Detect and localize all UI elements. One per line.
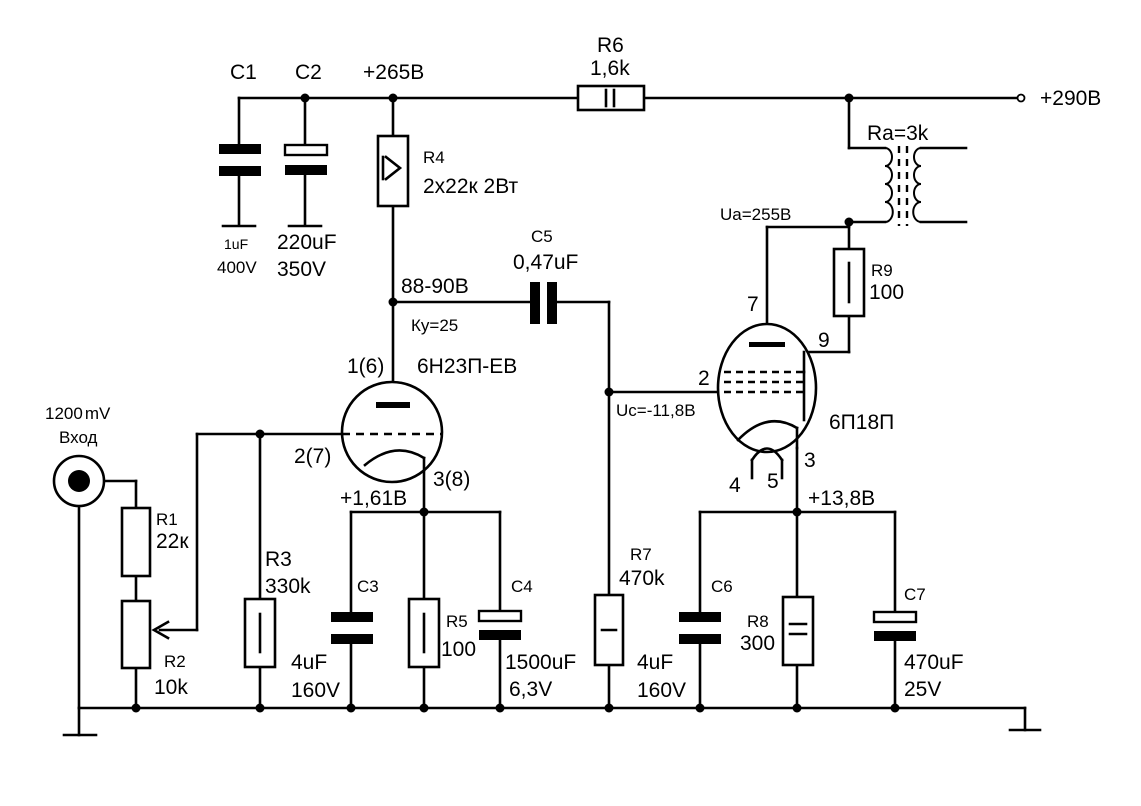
c4-value: 1500uF [505,651,576,674]
supply-290-label: +290В [1040,87,1101,110]
transformer-label: Ra=3k [867,122,929,145]
c3-ref: C3 [357,577,379,596]
c3-capacitor [331,612,373,644]
r4-resistor [376,134,410,208]
c5-capacitor [530,282,557,324]
r6-ref: R6 [597,34,624,57]
c1-voltage: 400V [217,258,257,277]
v1-pin-cathode: 3(8) [433,468,470,491]
c5-value: 0,47uF [513,251,578,274]
r7-ref: R7 [630,545,652,564]
v2-pin-3: 3 [804,449,816,472]
c2-ref: C2 [295,61,322,84]
r7-value: 470k [619,567,665,590]
v2-type: 6П18П [829,411,894,434]
v2-pin-7: 7 [747,293,759,316]
r9-ref: R9 [871,261,893,280]
input-jack[interactable] [52,454,106,508]
c1-capacitor [219,144,261,176]
c4-voltage: 6,3V [509,678,552,701]
junction-dots [131,93,900,713]
r2-potentiometer[interactable] [120,599,170,670]
r3-value: 330k [265,575,311,598]
labels: C1 C2 +265В R6 1,6k +290В 1uF 400V 220uF… [45,34,1101,702]
c5-ref: C5 [531,227,553,246]
input-label: Вход [59,428,98,447]
r4-ref: R4 [423,148,445,167]
r8-ref: R8 [747,612,769,631]
v2-pin-4: 4 [729,474,741,497]
c7-ref: C7 [904,585,926,604]
r8-resistor [781,595,815,667]
v1-pin-grid: 2(7) [294,445,331,468]
r7-resistor [593,593,625,667]
r8-value: 300 [740,632,775,655]
r5-ref: R5 [446,612,468,631]
r3-resistor [243,597,277,669]
c4-ref: C4 [511,577,533,596]
c2-capacitor [283,143,329,175]
v1-pin-anode: 1(6) [347,355,384,378]
supply-265-label: +265В [363,61,424,84]
r5-value: 100 [441,638,476,661]
r9-value: 100 [869,281,904,304]
supply-terminal [1016,93,1026,103]
r3-ref: R3 [265,548,292,571]
r1-ref: R1 [156,510,178,529]
r9-resistor [832,247,866,318]
v1-type: 6Н23П-ЕВ [417,355,517,378]
c6-ref: C6 [711,577,733,596]
c4-capacitor [477,609,523,640]
gain-label: Ку=25 [411,316,458,335]
c3-voltage: 160V [291,679,340,702]
c2-voltage: 350V [277,258,326,281]
node-88-90-label: 88-90В [401,275,469,298]
v2-pin-2: 2 [698,367,710,390]
c7-capacitor [872,610,918,641]
r4-value: 2x22к 2Вт [423,175,519,198]
v1-triode-tube [340,380,444,484]
c7-value: 470uF [904,651,964,674]
v2-pin-5: 5 [767,470,779,493]
c1-ref: C1 [230,61,257,84]
c3-value: 4uF [291,651,327,674]
ua-label: Ua=255B [720,205,791,224]
ground-symbols [62,224,1042,737]
r1-resistor [120,506,152,578]
wires [77,96,1027,710]
v2-pentode-tube [716,322,818,480]
r1-value: 22к [156,530,189,553]
r6-resistor [576,84,646,112]
c6-capacitor [679,612,721,644]
c6-voltage: 160V [637,679,686,702]
c1-value: 1uF [224,236,248,252]
c2-value: 220uF [277,231,337,254]
output-transformer [884,146,922,226]
uc-label: Uc=-11,8В [616,401,696,420]
c6-value: 4uF [637,651,673,674]
r2-value: 10k [154,676,188,699]
r5-resistor [407,597,441,669]
r6-value: 1,6k [590,57,630,80]
v2-pin-9: 9 [818,329,830,352]
cathode1-voltage: +1,61В [340,487,407,510]
r2-ref: R2 [164,652,186,671]
c7-voltage: 25V [904,678,941,701]
cathode2-voltage: +13,8В [808,487,875,510]
